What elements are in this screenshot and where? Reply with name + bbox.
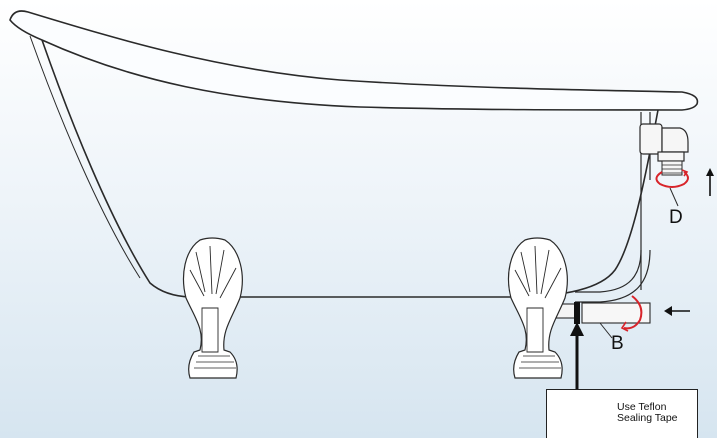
label-d: D bbox=[669, 207, 683, 229]
label-b: B bbox=[611, 333, 624, 355]
claw-foot-right-icon bbox=[509, 238, 568, 378]
tape-instruction-line-2: Sealing Tape bbox=[617, 413, 678, 424]
tape-instruction: Use Teflon Sealing Tape bbox=[617, 402, 678, 424]
claw-foot-left-icon bbox=[184, 238, 243, 378]
teflon-tape-callout: Use Teflon Sealing Tape bbox=[546, 389, 698, 438]
